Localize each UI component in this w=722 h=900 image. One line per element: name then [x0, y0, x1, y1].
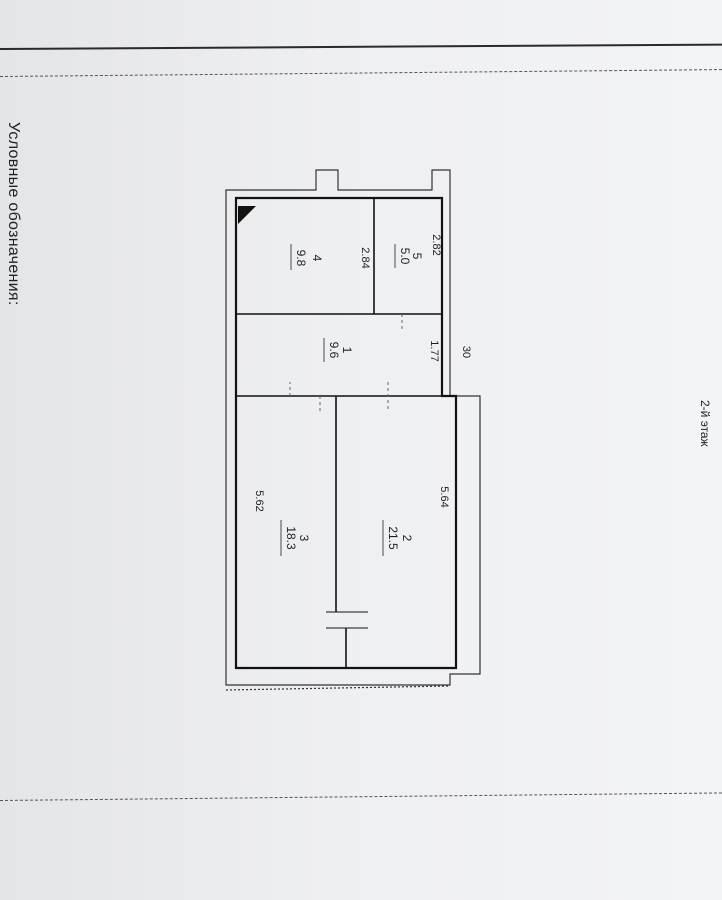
- room-2-dimension: 5.64: [438, 486, 450, 507]
- room-3-dimension: 5.62: [253, 490, 265, 511]
- room-2-area: 21.5: [386, 526, 400, 550]
- room-3-number: 3: [297, 535, 311, 542]
- room-5-area: 5.0: [398, 248, 412, 265]
- inner-wall-outline: [234, 196, 458, 670]
- room-5-number: 5: [410, 253, 424, 260]
- room-1-area: 9.6: [327, 342, 341, 359]
- room-4-dimension: 2.84: [359, 247, 371, 268]
- room-3-area: 18.3: [284, 526, 298, 550]
- room-labels: 2.82 5 5.0 2.84 4 9.8 1.77 1 9.6 30 5.64…: [253, 234, 472, 550]
- room-1-number: 1: [340, 347, 354, 354]
- room-2-number: 2: [400, 535, 414, 542]
- room-4-area: 9.8: [294, 250, 308, 267]
- openings: [289, 314, 403, 412]
- area-underlines: [280, 244, 396, 556]
- partitions: [236, 198, 442, 668]
- outer-walls: [225, 169, 481, 691]
- window-line-bottom: [225, 685, 451, 691]
- entrance-marker-icon: [238, 206, 256, 224]
- floor-label: 2-й этаж: [698, 400, 712, 447]
- room-1-dimension: 1.77: [428, 340, 440, 361]
- outer-wall-outline: [225, 169, 481, 686]
- wall-code-label: 30: [460, 346, 472, 358]
- room-5-dimension: 2.82: [430, 234, 442, 255]
- room-4-number: 4: [310, 255, 324, 262]
- legend-title: Условные обозначения:: [5, 122, 22, 306]
